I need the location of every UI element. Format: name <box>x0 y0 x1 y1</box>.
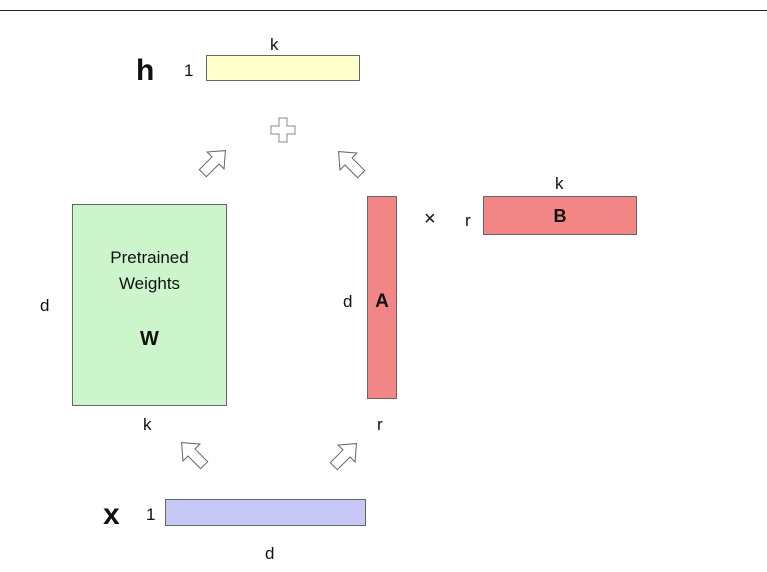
input-symbol: x <box>103 498 120 531</box>
plus-icon <box>270 117 296 143</box>
arrow-icon <box>329 142 371 184</box>
output-vector <box>206 55 360 81</box>
arrow-icon <box>324 434 366 476</box>
pretrained-rows-label: d <box>40 296 50 315</box>
adapter-a-rows-label: d <box>343 292 353 311</box>
adapter-b-matrix: B <box>483 196 637 235</box>
adapter-b-rows-label: r <box>465 211 471 230</box>
arrow-icon <box>193 141 235 183</box>
arrow-icon <box>172 433 214 475</box>
adapter-a-symbol: A <box>375 291 389 312</box>
output-symbol: h <box>136 54 155 87</box>
pretrained-weights-matrix: Pretrained Weights W <box>72 204 227 406</box>
input-vector <box>165 499 366 526</box>
input-cols-label: d <box>265 544 275 563</box>
multiply-sign: × <box>424 208 436 230</box>
pretrained-label-line2: Weights <box>118 274 181 293</box>
top-rule <box>0 0 767 11</box>
output-rows-label: 1 <box>184 61 194 80</box>
pretrained-cols-label: k <box>143 415 152 434</box>
adapter-b-cols-label: k <box>555 174 564 193</box>
adapter-a-cols-label: r <box>377 415 383 434</box>
output-cols-label: k <box>270 35 279 54</box>
pretrained-label-line1: Pretrained <box>110 248 189 267</box>
adapter-b-symbol: B <box>553 206 567 226</box>
adapter-a-matrix: A <box>367 196 397 399</box>
pretrained-symbol: W <box>140 328 159 350</box>
input-rows-label: 1 <box>146 505 156 524</box>
